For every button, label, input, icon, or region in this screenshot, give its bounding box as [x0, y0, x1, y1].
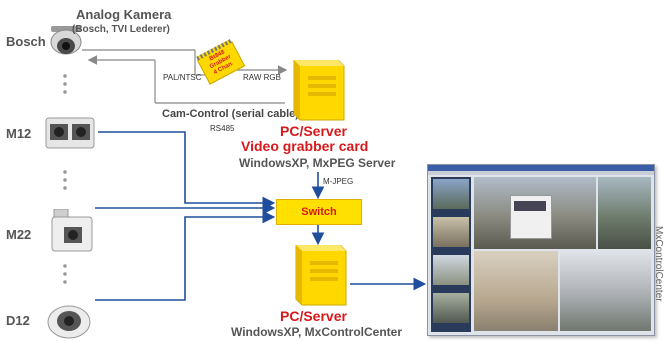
server2-icon — [295, 245, 347, 306]
view-corridor — [560, 251, 651, 331]
m12-to-switch-arrow — [98, 131, 276, 210]
network-switch: Switch — [276, 199, 362, 225]
mjpeg-label: M-JPEG — [323, 177, 354, 186]
server1-subtitle: Video grabber card — [241, 138, 369, 154]
camera-separator-dots — [63, 74, 67, 284]
thumbnail-3 — [433, 255, 469, 285]
bosch-camera-icon — [50, 26, 82, 55]
thumbnail-2 — [433, 217, 469, 247]
thumbnail-column — [431, 177, 471, 332]
d12-camera-icon — [47, 305, 91, 339]
raw-rgb-label: RAW RGB — [243, 73, 281, 82]
thumbnail-4 — [433, 293, 469, 323]
server1-software: WindowsXP, MxPEG Server — [239, 156, 396, 170]
server1-title: PC/Server — [280, 123, 347, 139]
server2-title: PC/Server — [280, 308, 347, 324]
cam-control-label: Cam-Control (serial cable) — [162, 108, 299, 120]
rs485-label: RS485 — [210, 124, 235, 133]
camera-name-m12: M12 — [6, 126, 32, 141]
view-classroom — [474, 251, 558, 331]
camera-name-m22: M22 — [6, 227, 32, 242]
view-truck — [474, 177, 596, 249]
analog-camera-subtitle: (Bosch, TVI Lederer) — [72, 24, 170, 35]
mxcontrolcenter-screenshot — [427, 164, 655, 336]
server1-icon — [293, 60, 345, 121]
camera-name-bosch: Bosch — [6, 34, 46, 49]
window-toolbar — [428, 171, 654, 175]
view-parking — [598, 177, 651, 249]
pal-ntsc-label: PAL/NTSC — [163, 73, 202, 82]
server2-software: WindowsXP, MxControlCenter — [231, 325, 403, 339]
mxcontrolcenter-caption: MxControlCenter — [653, 226, 664, 302]
d12-to-switch-arrow — [95, 210, 276, 301]
m12-camera-icon — [45, 117, 95, 149]
thumbnail-1 — [433, 179, 469, 209]
analog-camera-title: Analog Kamera — [76, 7, 172, 22]
camera-name-d12: D12 — [6, 313, 30, 328]
truck-window — [514, 201, 546, 211]
m22-camera-icon — [51, 209, 93, 252]
window-titlebar — [428, 165, 654, 171]
